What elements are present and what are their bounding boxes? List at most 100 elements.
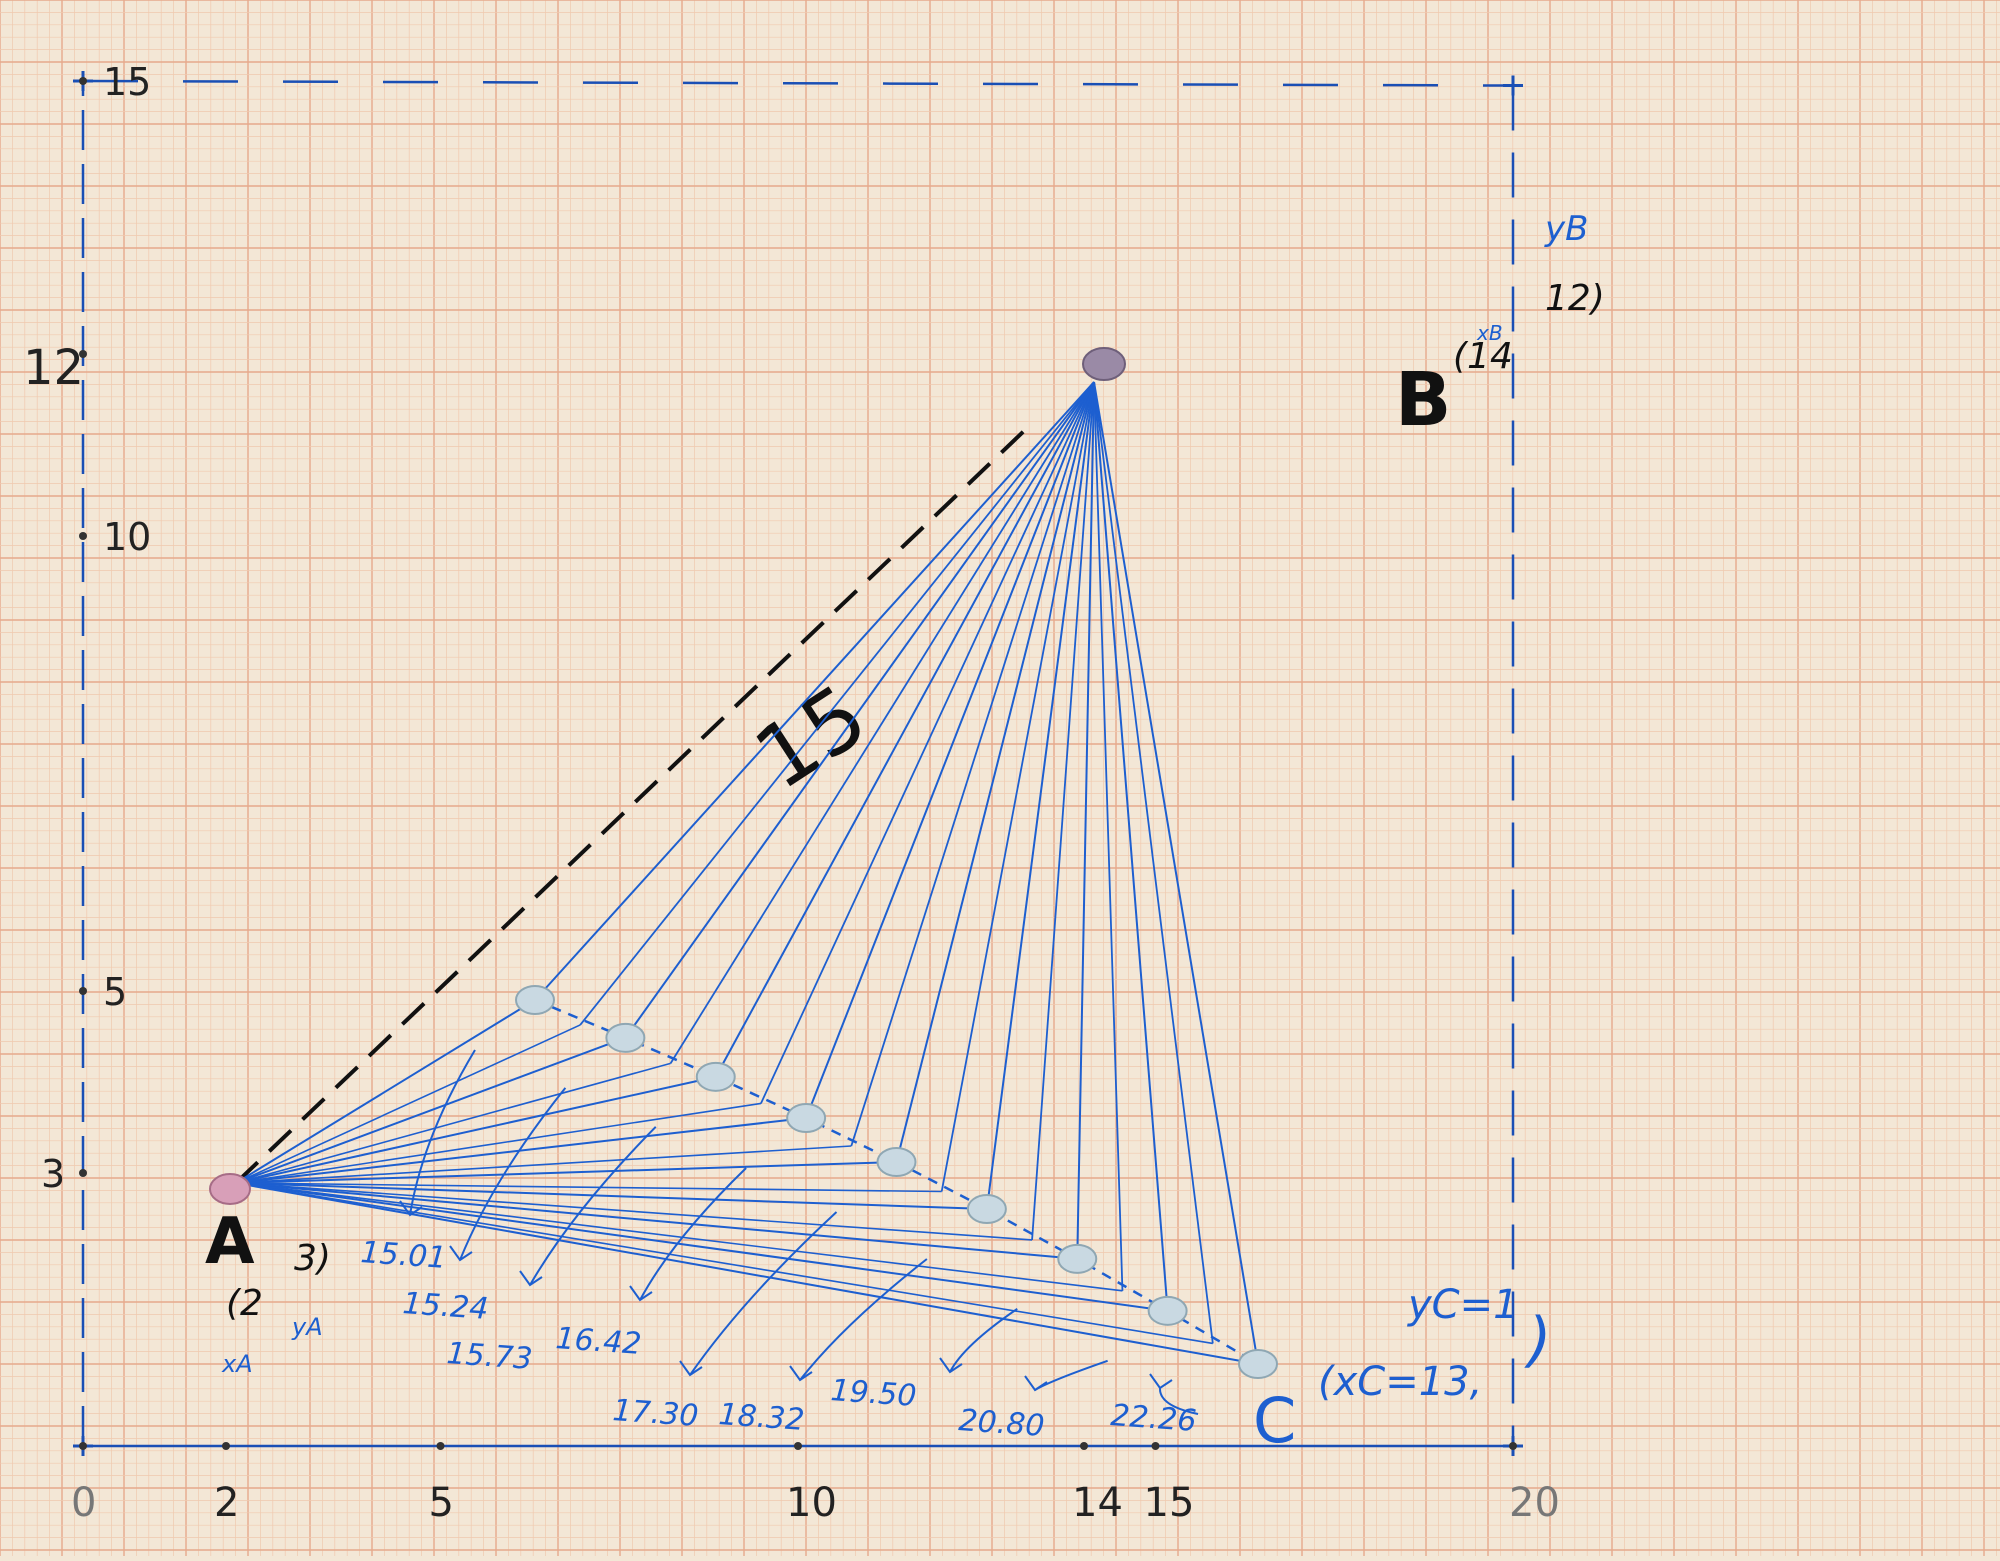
point-label-c: C [1253,1384,1296,1457]
coord-a-x-name: xA [221,1350,253,1378]
distance-arrow [409,1049,476,1216]
distance-label: 18.32 [717,1397,805,1438]
pin [876,1147,917,1177]
x-tick-mark [1080,1442,1088,1450]
distance-arrow [689,1211,838,1376]
y-tick-label: 5 [103,970,127,1014]
y-tick-label: 3 [41,1152,65,1196]
b-to-pin-line [624,381,1095,1039]
b-to-pin-line [895,381,1095,1163]
distance-arrow [1158,1387,1199,1415]
distance-arrow [459,1087,567,1261]
distance-label: 19.50 [829,1373,917,1414]
distance-label: 22.26 [1109,1398,1197,1439]
a-to-pin-line [235,1036,626,1184]
b-to-pin-line [1093,381,1259,1365]
a-to-midpoint-line [235,1182,1213,1345]
coord-a-y: 3) [294,1238,331,1279]
x-tick-mark [1151,1442,1160,1450]
a-to-pin-line [235,1161,897,1184]
arrowhead [679,1360,703,1377]
y-tick-mark [79,532,87,540]
coord-b-y: 12) [1545,278,1605,319]
b-to-midpoint-line [579,381,1095,1026]
distance-arrow [529,1126,657,1286]
b-to-pin-line [714,381,1095,1078]
y-tick-mark [79,987,87,995]
distance-label: 15.24 [401,1286,489,1327]
coord-c-x: (xC=13, [1318,1359,1482,1405]
y-tick-mark [79,77,87,85]
corner-mark [1503,75,1523,96]
arrowhead [789,1365,813,1382]
x-tick-label: 20 [1509,1480,1560,1526]
arrowhead [519,1270,543,1287]
distance-label: 20.80 [957,1403,1045,1444]
b-to-midpoint-line [1093,381,1124,1291]
coord-b-x: (14 [1453,336,1513,377]
pin [966,1194,1007,1225]
a-to-midpoint-line [235,1182,1123,1292]
pin [1057,1243,1098,1274]
coord-c-paren: ) [1524,1305,1551,1375]
b-to-midpoint-line [1093,381,1214,1344]
arrowhead [1149,1373,1173,1390]
distance-arrow [799,1258,928,1381]
x-tick-label: 0 [71,1480,96,1526]
b-to-pin-line [985,381,1095,1210]
x-tick-mark [1509,1442,1517,1450]
distance-arrow [949,1308,1018,1373]
y-tick-label: 10 [103,515,151,559]
a-to-pin-line [235,999,536,1184]
pin [786,1103,827,1134]
point-label-b: B [1395,357,1451,443]
b-to-midpoint-line [669,381,1095,1064]
distance-label: 15.01 [359,1235,447,1276]
a-to-midpoint-line [235,1145,852,1184]
a-to-pin-line [235,1075,716,1184]
coord-a-x: (2 [226,1283,263,1324]
pin-a [209,1173,251,1205]
arrowhead [939,1357,963,1374]
arrowhead [1024,1375,1048,1392]
x-tick-mark [794,1442,802,1450]
a-to-pin-line [235,1182,1168,1312]
pin [695,1061,736,1092]
distance-label: 17.30 [611,1393,699,1434]
pin [515,985,555,1015]
y-tick-mark [79,350,87,358]
x-tick-mark [222,1442,230,1450]
a-to-pin-line [235,1182,1259,1365]
pin [1147,1295,1188,1326]
a-to-pin-line [235,1117,807,1184]
b-to-pin-line [534,381,1095,1001]
x-tick-label: 2 [214,1480,239,1526]
x-tick-label: 15 [1144,1480,1195,1526]
a-to-midpoint-line [235,1024,581,1184]
coord-c-y: yC=1 [1407,1282,1519,1328]
coord-b-x-name: xB [1476,321,1503,345]
coord-b-y-name: yB [1544,209,1588,249]
b-to-midpoint-line [1031,381,1095,1241]
x-tick-label: 5 [429,1480,454,1526]
a-to-midpoint-line [235,1102,762,1184]
arrowhead [629,1285,653,1302]
y-tick-mark [79,1169,87,1177]
pin [1238,1349,1278,1379]
x-tick-label: 14 [1072,1480,1123,1526]
coord-a-y-name: yA [291,1313,323,1341]
x-tick-mark [436,1442,445,1450]
y-tick-label: 15 [103,60,151,104]
x-tick-mark [79,1442,87,1450]
distance-label: 16.42 [554,1321,642,1362]
distance-arrow [639,1167,747,1301]
arrowhead [399,1200,423,1217]
a-to-midpoint-line [235,1062,671,1184]
b-to-pin-line [1093,381,1169,1311]
b-to-midpoint-line [850,381,1095,1147]
b-to-midpoint-line [760,381,1095,1104]
